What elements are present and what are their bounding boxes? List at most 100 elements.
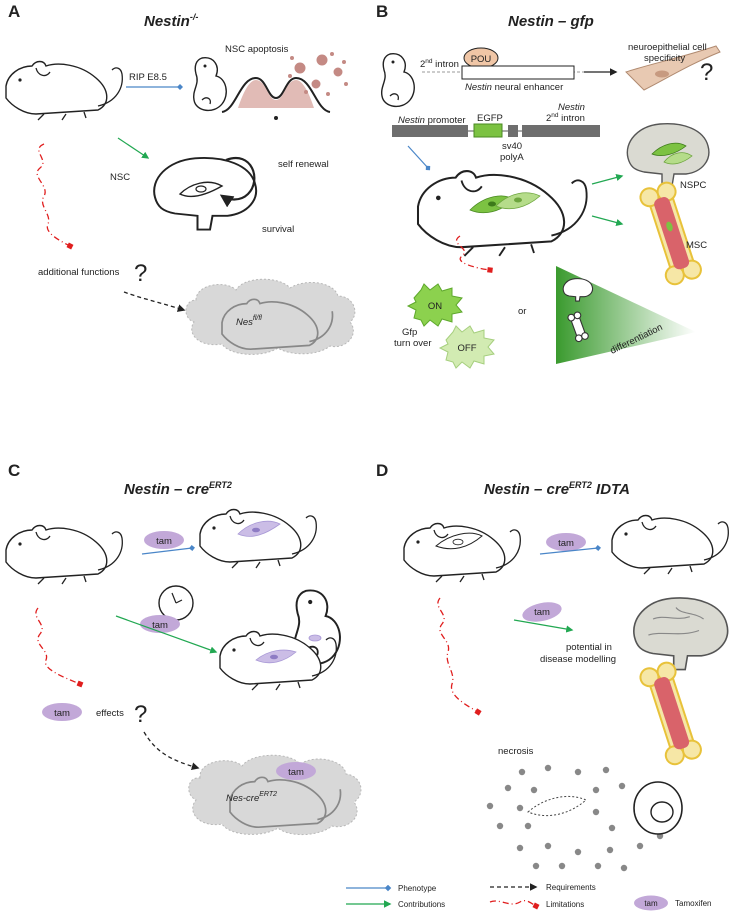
cell-outline-icon: [435, 532, 483, 550]
panel-d-title: Nestin – creERT2 IDTA: [484, 480, 630, 498]
bone-icon: [639, 181, 702, 286]
nestin-intron-label: 2nd intron: [546, 112, 585, 124]
embryo-icon: [192, 57, 227, 112]
tamoxifen-ellipse: [522, 602, 562, 622]
promoter-label: Nestin promoter: [398, 115, 466, 126]
mouse-icon: [5, 60, 124, 121]
svg-text:ON: ON: [428, 301, 442, 312]
rip-label: RIP E8.5: [129, 72, 167, 83]
embryo-cell-icon: [308, 634, 322, 642]
mouse-icon: [221, 298, 334, 351]
legend-tam-label: tam: [644, 899, 658, 908]
brain-icon: [626, 122, 710, 187]
phenotype-arrow: [539, 545, 601, 555]
bone-icon: [639, 661, 702, 766]
requirements-arrow: [123, 291, 186, 312]
panel-b: B Nestin – gfp 2nd intron POU Nestin neu…: [376, 2, 721, 369]
brain-icon: [153, 156, 258, 231]
neuroepithelial-cell-icon: [625, 45, 721, 91]
nes-flfl-label: Nesfl/fl: [236, 315, 262, 328]
panel-a: A Nestin-/- RIP E8.5 NSC apoptosis NSC: [5, 2, 356, 355]
nspc-label: NSPC: [680, 180, 707, 191]
mouse-icon: [5, 524, 124, 585]
apoptotic-cells-icon: [288, 52, 348, 96]
tamoxifen-ellipse: [144, 531, 184, 549]
mouse-icon: [611, 514, 729, 575]
panel-d: D Nestin – creERT2 IDTA tam tam potentia…: [376, 461, 729, 872]
tamoxifen-ellipse: [546, 533, 586, 551]
effects-label: effects: [96, 708, 124, 719]
msc-label: MSC: [686, 240, 707, 251]
enhancer-box: [461, 65, 575, 80]
promoter-box: [392, 125, 468, 137]
labelled-cell-icon: [255, 649, 297, 664]
embryo-icon: [380, 53, 415, 108]
panel-b-title: Nestin – gfp: [508, 13, 594, 30]
phenotype-arrow: [141, 545, 195, 555]
tam-label: tam: [152, 620, 168, 631]
gfp-off-badge: OFF: [438, 325, 495, 369]
necrosis-label: necrosis: [498, 746, 534, 757]
turn-over-label: turn over: [394, 338, 432, 349]
clock-icon: [158, 585, 194, 621]
dying-cell-icon: [527, 795, 587, 817]
specificity-label: specificity: [644, 53, 685, 64]
egfp-box: [473, 123, 503, 138]
panel-a-letter: A: [8, 2, 20, 21]
sv40-label: sv40: [502, 141, 522, 152]
survival-label: survival: [262, 224, 294, 235]
tam-label: tam: [558, 538, 574, 549]
or-label: or: [518, 306, 526, 317]
legend-limitations-label: Limitations: [546, 900, 584, 909]
panel-b-letter: B: [376, 2, 388, 21]
labelled-cell-icon: [237, 520, 281, 537]
nsc-label: NSC: [110, 172, 130, 183]
requirements-arrow: [143, 731, 200, 771]
legend-phenotype-label: Phenotype: [398, 884, 437, 893]
egfp-label: EGFP: [477, 113, 503, 124]
necrotic-cell-icon: [633, 781, 683, 835]
nes-cre-label: Nes-creERT2: [226, 791, 277, 804]
mouse-icon: [229, 776, 342, 829]
mouse-icon: [199, 508, 317, 569]
tam-label: tam: [156, 536, 172, 547]
mouse-icon: [403, 522, 521, 583]
gfp-mouse-icon: [416, 170, 588, 257]
enhancer-label: Nestin neural enhancer: [465, 82, 563, 93]
pou-label: POU: [471, 54, 492, 65]
tam-label: tam: [288, 767, 304, 778]
self-renewal-arrow: [219, 156, 256, 208]
panel-d-letter: D: [376, 461, 388, 480]
contributions-arrow: [117, 137, 150, 159]
limitations-arrow: [35, 607, 84, 688]
legend-tamoxifen-label: Tamoxifen: [675, 899, 711, 908]
intron-box: [522, 125, 600, 137]
contributions-arrow: [115, 615, 218, 654]
question-mark: ?: [700, 59, 713, 86]
nestin-intron-title: Nestin: [558, 102, 585, 113]
panel-a-title: Nestin-/-: [144, 12, 198, 30]
question-mark: ?: [134, 260, 147, 287]
contributions-arrow: [591, 174, 624, 185]
brain-icon: [633, 597, 729, 671]
legend-tamoxifen-ellipse: [634, 895, 668, 911]
polya-label: polyA: [500, 152, 524, 163]
contributions-arrow: [513, 619, 574, 633]
question-mark: ?: [134, 701, 147, 728]
additional-functions-label: additional functions: [38, 267, 120, 278]
gfp-label: Gfp: [402, 327, 417, 338]
legend-limitations-arrow: [489, 900, 540, 910]
apoptosis-curve: [221, 76, 331, 120]
necrotic-debris-icon: [486, 764, 664, 872]
gfp-cells-icon: [469, 192, 541, 214]
bone-icon: [567, 311, 589, 343]
potential-label: potential in: [566, 642, 612, 653]
nsc-apoptosis-label: NSC apoptosis: [225, 44, 289, 55]
tamoxifen-ellipse: [42, 703, 82, 721]
panel-c: C Nestin – creERT2 tam tam tam ef: [5, 461, 362, 835]
legend-requirements-label: Requirements: [546, 883, 596, 892]
sv40-box: [508, 125, 518, 137]
tamoxifen-ellipse: [276, 762, 316, 780]
neuroepithelial-label: neuroepithelial cell: [628, 42, 707, 53]
